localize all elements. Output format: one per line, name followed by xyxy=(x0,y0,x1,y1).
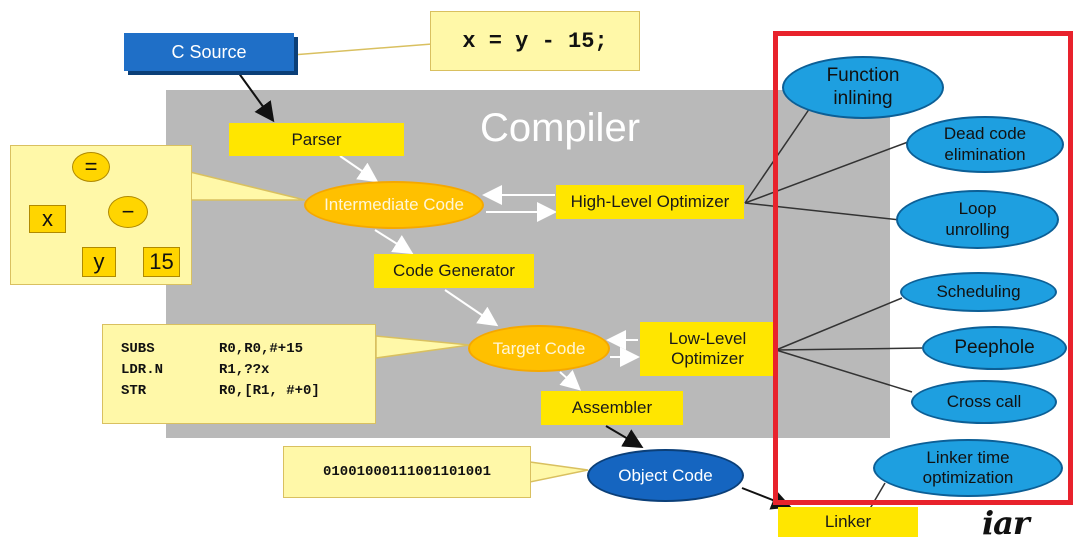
loop-unrolling-line1: Loop xyxy=(958,199,997,219)
intermediate-code-oval: Intermediate Code xyxy=(304,181,484,229)
assembly-line: STR R0,[R1, #+0] xyxy=(121,383,375,399)
dead-code-line1: Dead code xyxy=(943,124,1027,144)
function-inlining-oval: Function inlining xyxy=(782,56,944,119)
tree-node-15: 15 xyxy=(143,247,180,277)
low-level-optimizer-box: Low-Level Optimizer xyxy=(640,322,775,376)
function-inlining-line2: inlining xyxy=(833,87,893,109)
binary-callout: 0100100011100110100​1 xyxy=(283,446,531,498)
high-level-optimizer-box: High-Level Optimizer xyxy=(556,185,744,219)
assembly-op: STR xyxy=(121,383,147,399)
assembly-line: LDR.N R1,??x xyxy=(121,362,375,378)
tree-node-x: x xyxy=(29,205,66,233)
iar-logo: iar xyxy=(982,504,1030,542)
code-generator-box: Code Generator xyxy=(374,254,534,288)
source-code-callout: x = y - 15; xyxy=(430,11,640,71)
dead-code-elimination-oval: Dead code elimination xyxy=(906,116,1064,173)
linker-time-line1: Linker time xyxy=(926,447,1010,467)
assembly-args: R1,??x xyxy=(219,362,270,378)
c-source-box: C Source xyxy=(124,33,294,71)
tree-node-y: y xyxy=(82,247,116,277)
source-code-text: x = y - 15; xyxy=(462,28,608,54)
compiler-title: Compiler xyxy=(479,106,641,150)
loop-unrolling-oval: Loop unrolling xyxy=(896,190,1059,249)
tree-node-assign: = xyxy=(72,152,110,182)
parser-box: Parser xyxy=(229,123,404,156)
scheduling-oval: Scheduling xyxy=(900,272,1057,312)
tree-node-minus: − xyxy=(108,196,148,228)
assembly-line: SUBS R0,R0,#+15 xyxy=(121,341,375,357)
linker-time-optimization-oval: Linker time optimization xyxy=(873,439,1063,497)
linker-box: Linker xyxy=(778,507,918,537)
low-level-optimizer-line1: Low-Level xyxy=(668,329,747,349)
object-code-oval: Object Code xyxy=(587,449,744,502)
dead-code-line2: elimination xyxy=(944,144,1026,164)
peephole-oval: Peephole xyxy=(922,326,1067,370)
assembly-op: LDR.N xyxy=(121,362,164,378)
linker-time-line2: optimization xyxy=(922,468,1014,487)
optimization-frame xyxy=(773,31,1073,505)
assembly-args: R0,R0,#+15 xyxy=(219,341,304,357)
binary-text: 0100100011100110100​1 xyxy=(322,464,492,480)
target-code-oval: Target Code xyxy=(468,325,610,372)
low-level-optimizer-line2: Optimizer xyxy=(671,349,744,368)
assembly-args: R0,[R1, #+0] xyxy=(219,383,320,399)
arrow-csource-parser xyxy=(237,71,275,123)
cross-call-oval: Cross call xyxy=(911,380,1057,424)
assembler-box: Assembler xyxy=(541,391,683,425)
loop-unrolling-line2: unrolling xyxy=(945,219,1010,239)
function-inlining-line1: Function xyxy=(826,64,900,86)
assembly-callout: SUBS R0,R0,#+15 LDR.N R1,??x STR R0,[R1,… xyxy=(102,324,376,424)
assembly-op: SUBS xyxy=(121,341,155,357)
